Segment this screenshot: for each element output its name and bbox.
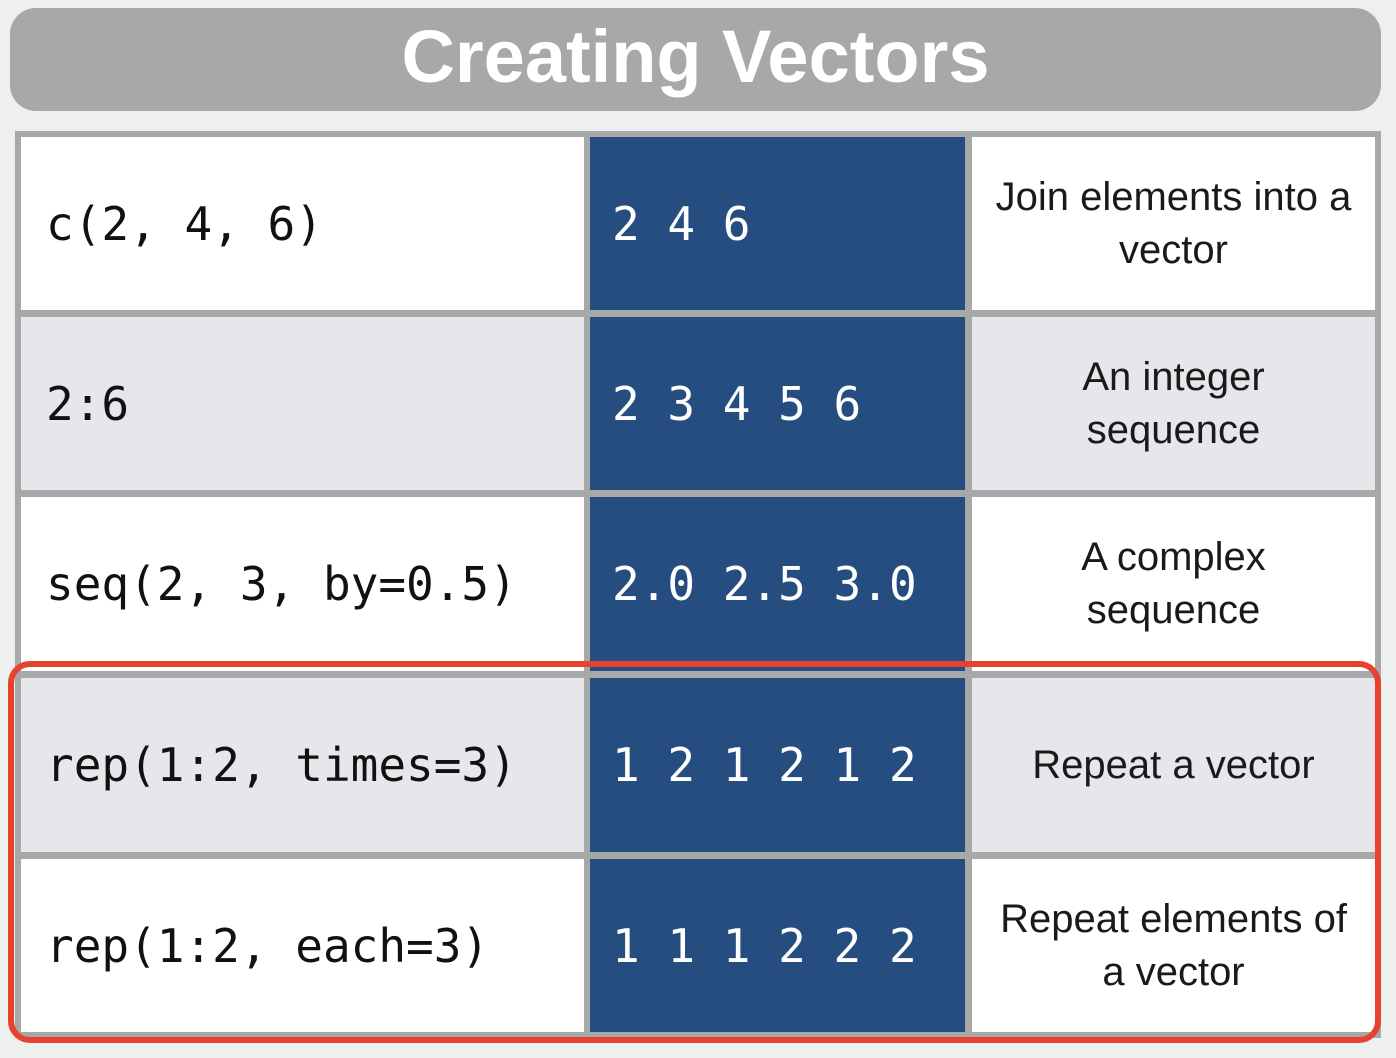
description-cell: Join elements into a vector bbox=[972, 137, 1375, 310]
code-cell: rep(1:2, each=3) bbox=[21, 859, 584, 1032]
description-cell: Repeat a vector bbox=[972, 678, 1375, 852]
table-row: rep(1:2, each=3) 1 1 1 2 2 2 Repeat elem… bbox=[15, 859, 1381, 1032]
result-cell: 2 4 6 bbox=[590, 137, 965, 310]
result-cell: 1 1 1 2 2 2 bbox=[590, 859, 965, 1032]
table-row: rep(1:2, times=3) 1 2 1 2 1 2 Repeat a v… bbox=[15, 678, 1381, 852]
code-cell: seq(2, 3, by=0.5) bbox=[21, 497, 584, 671]
page-title: Creating Vectors bbox=[401, 14, 990, 98]
code-cell: c(2, 4, 6) bbox=[21, 137, 584, 310]
code-cell: 2:6 bbox=[21, 317, 584, 490]
description-cell: Repeat elements of a vector bbox=[972, 859, 1375, 1032]
description-cell: A complex sequence bbox=[972, 497, 1375, 671]
code-cell: rep(1:2, times=3) bbox=[21, 678, 584, 852]
result-cell: 2.0 2.5 3.0 bbox=[590, 497, 965, 671]
description-cell: An integer sequence bbox=[972, 317, 1375, 490]
table-row: 2:6 2 3 4 5 6 An integer sequence bbox=[15, 317, 1381, 490]
vector-table: c(2, 4, 6) 2 4 6 Join elements into a ve… bbox=[15, 131, 1381, 1038]
table-row: seq(2, 3, by=0.5) 2.0 2.5 3.0 A complex … bbox=[15, 497, 1381, 671]
title-banner: Creating Vectors bbox=[10, 8, 1381, 111]
result-cell: 1 2 1 2 1 2 bbox=[590, 678, 965, 852]
table-row: c(2, 4, 6) 2 4 6 Join elements into a ve… bbox=[15, 137, 1381, 310]
result-cell: 2 3 4 5 6 bbox=[590, 317, 965, 490]
